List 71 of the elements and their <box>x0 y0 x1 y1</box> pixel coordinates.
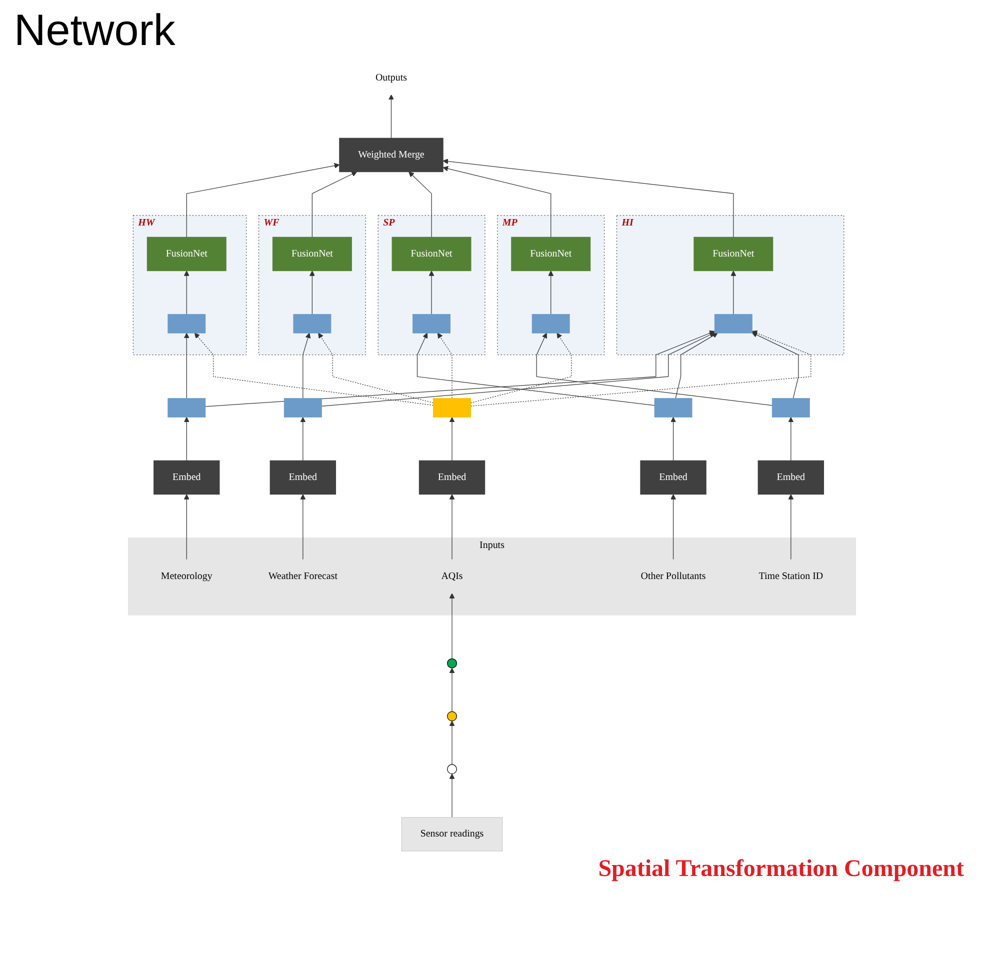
node-text: Meteorology <box>160 570 212 582</box>
arrow <box>388 94 394 138</box>
arrow <box>670 416 676 461</box>
node-box: Embed <box>640 460 706 495</box>
node-text: AQIs <box>441 570 463 582</box>
node-box: Weighted Merge <box>339 138 444 172</box>
arrow <box>675 332 718 399</box>
node-box: Embed <box>758 460 824 495</box>
node-bar <box>412 314 451 334</box>
arrow <box>437 332 452 399</box>
arrow <box>300 494 306 560</box>
arrow <box>470 330 812 406</box>
arrow <box>470 332 572 404</box>
node-circle <box>447 711 457 722</box>
node-bar <box>168 314 206 334</box>
arrow <box>449 416 455 461</box>
arrow <box>309 270 315 315</box>
node-bar <box>433 398 471 418</box>
arrow <box>408 172 432 238</box>
node-box: FusionNet <box>392 236 472 272</box>
arrow <box>416 332 655 406</box>
node-box: FusionNet <box>272 236 352 272</box>
arrow <box>302 332 311 399</box>
node-text: Outputs <box>375 72 408 83</box>
arrow <box>788 494 794 560</box>
arrow <box>449 494 455 560</box>
arrow <box>536 332 773 406</box>
node-text: Time Station ID <box>758 570 824 582</box>
arrow <box>449 668 455 712</box>
arrow <box>312 172 358 238</box>
arrow <box>788 416 794 461</box>
arrow <box>449 774 455 818</box>
arrow <box>205 330 715 407</box>
arrow <box>670 494 676 560</box>
arrow <box>186 162 340 238</box>
arrow <box>449 720 455 765</box>
node-circle <box>447 658 457 668</box>
diagram-title: Network <box>14 6 176 56</box>
component-caption: Spatial Transformation Component <box>598 856 964 882</box>
node-bar <box>654 398 692 418</box>
arrow <box>194 332 434 406</box>
node-box: Sensor readings <box>401 817 503 852</box>
arrow <box>752 332 799 399</box>
node-bar <box>714 314 752 334</box>
node-box: FusionNet <box>694 236 774 272</box>
node-bar <box>168 398 206 418</box>
node-circle <box>447 764 457 774</box>
arrow <box>730 270 736 315</box>
arrow <box>548 270 554 315</box>
node-box: Embed <box>270 460 336 495</box>
arrow <box>449 593 455 659</box>
arrow <box>184 332 190 399</box>
arrow <box>442 166 552 238</box>
node-text: Other Pollutants <box>640 570 706 582</box>
node-box: FusionNet <box>146 236 226 272</box>
node-bar <box>772 398 810 418</box>
node-bar <box>284 398 322 418</box>
node-box: Embed <box>154 460 220 495</box>
node-bar <box>293 314 332 334</box>
arrow <box>428 270 434 315</box>
arrow <box>442 158 734 238</box>
arrow <box>318 332 434 404</box>
arrow <box>321 332 715 406</box>
arrow <box>184 416 190 461</box>
arrow <box>300 416 306 461</box>
node-text: Weather Forecast <box>268 570 338 582</box>
arrow <box>184 494 190 560</box>
node-box: Embed <box>418 460 486 495</box>
arrow <box>184 270 190 315</box>
node-bar <box>532 314 570 334</box>
node-box: FusionNet <box>511 236 591 272</box>
